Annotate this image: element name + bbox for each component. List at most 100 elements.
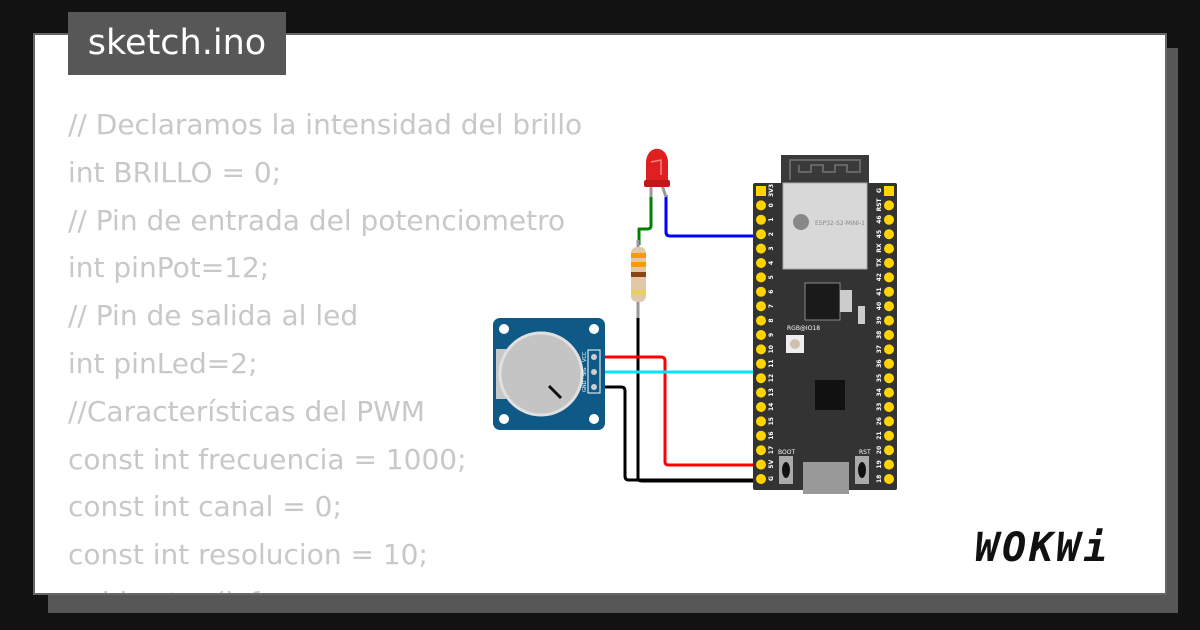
pin-label: RST: [876, 197, 883, 211]
pin-right-41[interactable]: [884, 286, 894, 297]
pot-pin-label: VCC: [582, 351, 588, 362]
pin-right-26[interactable]: [884, 416, 894, 427]
pin-label: 3: [768, 246, 775, 250]
code-line: //Características del PWM: [68, 394, 425, 428]
pin-label: 3V3: [768, 184, 775, 197]
wokwi-logo: WOKWi: [975, 525, 1111, 571]
pin-right-46[interactable]: [884, 214, 894, 225]
pin-label: 9: [768, 333, 775, 337]
esp32-s2-board[interactable]: ESP32-S2-MINI-1 RGB@IO18 BOOT RST 3V3012…: [753, 155, 897, 494]
pin-label: 7: [768, 304, 775, 308]
potentiometer[interactable]: VCC SIG GND: [493, 318, 605, 430]
pin-left-6[interactable]: [756, 286, 766, 297]
pin-label: 11: [768, 359, 775, 367]
wire-black-resistor: [636, 315, 761, 483]
preview-card: // Declaramos la intensidad del brillo i…: [35, 35, 1165, 593]
file-tab[interactable]: sketch.ino: [68, 12, 286, 75]
pin-label: 16: [768, 431, 775, 439]
pin-label: 15: [768, 417, 775, 425]
pin-label: 14: [768, 403, 775, 411]
pin-right-33[interactable]: [884, 402, 894, 412]
pot-pin-label: GND: [582, 380, 588, 392]
module-label: ESP32-S2-MINI-1: [815, 220, 865, 227]
pin-right-RX[interactable]: [884, 243, 894, 254]
pin-left-3V3[interactable]: [756, 186, 766, 196]
pin-label: 21: [876, 431, 883, 439]
pin-left-1[interactable]: [756, 214, 766, 225]
pin-label: 42: [876, 273, 883, 281]
pin-right-39[interactable]: [884, 315, 894, 326]
led-red[interactable]: [644, 148, 670, 198]
pin-label: 33: [876, 403, 883, 411]
resistor[interactable]: [631, 240, 646, 318]
pin-left-5V[interactable]: [756, 459, 766, 470]
pin-left-10[interactable]: [756, 344, 766, 355]
pin-label: 39: [876, 316, 883, 324]
pin-left-9[interactable]: [756, 330, 766, 340]
pin-label: 5V: [768, 459, 775, 468]
pin-left-7[interactable]: [756, 301, 766, 312]
pin-left-2[interactable]: [756, 229, 766, 240]
pin-label: 8: [768, 318, 775, 322]
pin-right-19[interactable]: [884, 459, 894, 470]
rgb-label: RGB@IO18: [787, 325, 820, 332]
pin-left-14[interactable]: [756, 402, 766, 412]
pin-right-37[interactable]: [884, 344, 894, 355]
pin-label: RX: [876, 243, 883, 253]
pin-right-TX[interactable]: [884, 258, 894, 268]
pin-right-20[interactable]: [884, 445, 894, 456]
code-line: void setup() {: [68, 579, 582, 593]
pin-right-35[interactable]: [884, 373, 894, 384]
pin-right-40[interactable]: [884, 301, 894, 312]
pin-left-3[interactable]: [756, 243, 766, 254]
pin-label: 0: [768, 203, 775, 207]
pin-right-34[interactable]: [884, 387, 894, 398]
pin-left-17[interactable]: [756, 445, 766, 456]
boot-label: BOOT: [778, 449, 795, 456]
code-line: int pinPot=12;: [68, 251, 270, 285]
pin-label: 38: [876, 331, 883, 339]
pin-right-45[interactable]: [884, 229, 894, 240]
pin-right-42[interactable]: [884, 272, 894, 283]
pin-label: 26: [876, 417, 883, 425]
pin-label: 1: [768, 218, 775, 222]
pin-label: TX: [876, 258, 883, 267]
pin-label: 10: [768, 345, 775, 353]
pin-right-18[interactable]: [884, 474, 894, 484]
pin-label: 2: [768, 232, 775, 236]
pin-right-38[interactable]: [884, 330, 894, 340]
pin-right-G[interactable]: [884, 186, 894, 196]
pin-right-RST[interactable]: [884, 200, 894, 211]
pin-left-G[interactable]: [756, 474, 766, 484]
code-line: // Pin de salida al led: [68, 299, 359, 333]
pin-label: G: [768, 476, 775, 481]
code-line: const int resolucion = 10;: [68, 538, 428, 572]
pin-left-8[interactable]: [756, 315, 766, 326]
pin-left-16[interactable]: [756, 430, 766, 441]
pin-left-0[interactable]: [756, 200, 766, 211]
pin-label: 36: [876, 359, 883, 367]
code-line: int pinLed=2;: [68, 346, 258, 380]
pin-label: 40: [876, 302, 883, 310]
wire-cyan: [594, 370, 763, 380]
pin-left-13[interactable]: [756, 387, 766, 398]
pin-label: 35: [876, 374, 883, 382]
code-preview: // Declaramos la intensidad del brillo i…: [68, 101, 582, 593]
pin-left-12[interactable]: [756, 373, 766, 384]
code-line: // Declaramos la intensidad del brillo: [68, 108, 583, 141]
pin-left-11[interactable]: [756, 358, 766, 369]
wire-blue: [664, 195, 761, 238]
pin-left-5[interactable]: [756, 272, 766, 283]
pin-right-21[interactable]: [884, 430, 894, 441]
pin-label: 17: [768, 446, 775, 454]
pin-right-36[interactable]: [884, 358, 894, 369]
pin-label: 34: [876, 388, 883, 396]
pot-pin-label: SIG: [582, 367, 588, 376]
pin-label: 12: [768, 374, 775, 382]
pin-left-4[interactable]: [756, 258, 766, 268]
pin-label: 13: [768, 388, 775, 396]
code-line: int BRILLO = 0;: [68, 155, 282, 189]
pin-label: G: [876, 188, 883, 193]
pin-left-15[interactable]: [756, 416, 766, 427]
